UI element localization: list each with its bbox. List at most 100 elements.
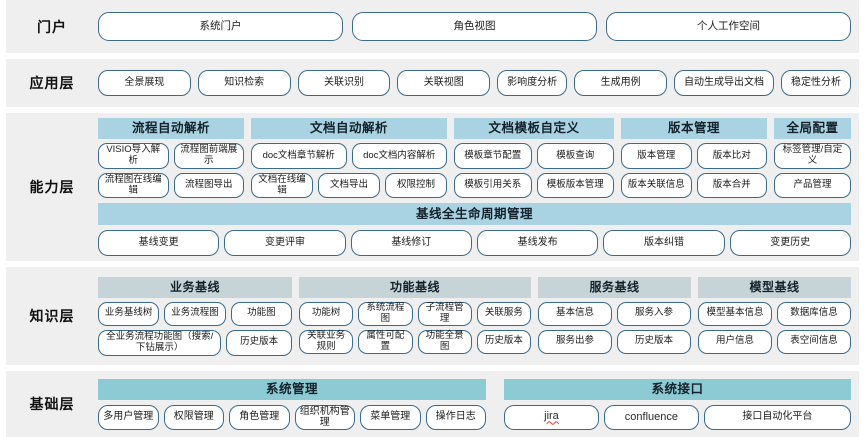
knowledge-group-function: 功能基线 功能树 系统流程图 子流程管理 关联服务 关联业务规则 属性可配置 功… — [299, 276, 531, 354]
layer-knowledge: 知识层 业务基线 业务基线树 业务流程图 功能图 全业务流程功能图（搜索/下钻展… — [6, 267, 859, 365]
cap-item-flow-frontend-display[interactable]: 流程图前端展示 — [173, 143, 244, 169]
portal-item-row: 系统门户 角色视图 个人工作空间 — [98, 12, 851, 41]
kn-item-database-info[interactable]: 数据库信息 — [777, 301, 851, 326]
lifecycle-item-2[interactable]: 基线修订 — [350, 230, 472, 256]
kn-item-system-flow-chart[interactable]: 系统流程图 — [358, 301, 413, 326]
jira-label: jira — [544, 410, 559, 423]
kn-item-function-panorama[interactable]: 功能全景图 — [417, 329, 472, 354]
application-item-6[interactable]: 自动生成导出文档 — [673, 70, 774, 96]
cap-item-permission-control[interactable]: 权限控制 — [385, 173, 447, 198]
cap-item-flow-online-edit[interactable]: 流程图在线编辑 — [98, 173, 169, 198]
layer-body-foundation: 系统管理 多用户管理 权限管理 角色管理 组织机构管理 菜单管理 操作日志 系统… — [98, 373, 859, 436]
group-rows-template: 模板章节配置 模板查询 模板引用关系 模板版本管理 — [454, 143, 614, 198]
application-item-4[interactable]: 影响度分析 — [497, 70, 568, 96]
fd-item-menu-mgmt[interactable]: 菜单管理 — [360, 404, 421, 430]
fd-item-confluence[interactable]: confluence — [603, 404, 699, 430]
capability-group-global-config: 全局配置 标签管理/自定义 产品管理 — [774, 118, 851, 198]
portal-item-0[interactable]: 系统门户 — [98, 12, 343, 41]
group-header-doc: 文档自动解析 — [251, 118, 447, 139]
cap-item-tag-mgmt-custom[interactable]: 标签管理/自定义 — [774, 143, 851, 169]
application-item-7[interactable]: 稳定性分析 — [780, 70, 851, 96]
fd-item-operation-log[interactable]: 操作日志 — [425, 404, 486, 430]
knowledge-group-row: 业务基线 业务基线树 业务流程图 功能图 全业务流程功能图（搜索/下钻展示） 历… — [98, 276, 851, 356]
kn-item-subprocess-mgmt[interactable]: 子流程管理 — [417, 301, 472, 326]
lifecycle-item-5[interactable]: 变更历史 — [729, 230, 851, 256]
kn-item-service-basic-info[interactable]: 基本信息 — [538, 301, 612, 326]
fd-item-multi-user-mgmt[interactable]: 多用户管理 — [98, 404, 159, 430]
cap-item-template-chapter-config[interactable]: 模板章节配置 — [454, 143, 532, 169]
application-item-1[interactable]: 知识检索 — [197, 70, 291, 96]
group-line: 产品管理 — [774, 173, 851, 198]
layer-label-portal: 门户 — [37, 18, 67, 35]
group-header-flow: 流程自动解析 — [98, 118, 244, 139]
kn-item-history-version-function[interactable]: 历史版本 — [476, 329, 531, 354]
group-rows-doc: doc文档章节解析 doc文档内容解析 文档在线编辑 文档导出 权限控制 — [251, 143, 447, 198]
kn-item-attribute-configurable[interactable]: 属性可配置 — [358, 329, 413, 354]
kn-item-tablespace-info[interactable]: 表空间信息 — [777, 329, 851, 354]
cap-item-version-merge[interactable]: 版本合并 — [696, 173, 767, 198]
lifecycle-item-1[interactable]: 变更评审 — [224, 230, 346, 256]
cap-item-doc-content-parse[interactable]: doc文档内容解析 — [351, 143, 447, 169]
cap-item-template-reference[interactable]: 模板引用关系 — [454, 173, 532, 198]
group-header-version: 版本管理 — [621, 118, 767, 139]
fd-item-jira[interactable]: jira — [504, 404, 599, 430]
group-line: 全业务流程功能图（搜索/下钻展示） 历史版本 — [98, 329, 292, 356]
kn-item-history-version-service[interactable]: 历史版本 — [617, 329, 691, 354]
group-line: doc文档章节解析 doc文档内容解析 — [251, 143, 447, 169]
capability-lifecycle-block: 基线全生命周期管理 基线变更 变更评审 基线修订 基线发布 版本纠错 变更历史 — [98, 203, 851, 256]
portal-item-1[interactable]: 角色视图 — [352, 12, 597, 41]
layer-body-capability: 流程自动解析 VISIO导入解析 流程图前端展示 流程图在线编辑 流程图导出 — [98, 112, 859, 262]
lifecycle-item-3[interactable]: 基线发布 — [476, 230, 599, 256]
cap-item-template-query[interactable]: 模板查询 — [536, 143, 614, 169]
group-header-template: 文档模板自定义 — [454, 118, 614, 139]
knowledge-group-business: 业务基线 业务基线树 业务流程图 功能图 全业务流程功能图（搜索/下钻展示） 历… — [98, 276, 292, 356]
kn-item-full-business-flow-function-chart[interactable]: 全业务流程功能图（搜索/下钻展示） — [98, 329, 222, 356]
layer-portal: 门户 系统门户 角色视图 个人工作空间 — [6, 0, 859, 53]
kn-item-service-input-param[interactable]: 服务入参 — [617, 301, 691, 326]
kn-item-function-tree[interactable]: 功能树 — [299, 301, 354, 326]
kn-item-service-output-param[interactable]: 服务出参 — [538, 329, 612, 354]
cap-item-visio-import[interactable]: VISIO导入解析 — [98, 143, 169, 169]
kn-item-business-baseline-tree[interactable]: 业务基线树 — [98, 301, 160, 326]
portal-item-2[interactable]: 个人工作空间 — [606, 12, 851, 41]
group-line: 用户信息 表空间信息 — [698, 329, 851, 354]
lifecycle-item-4[interactable]: 版本纠错 — [603, 230, 725, 256]
fd-item-org-mgmt[interactable]: 组织机构管理 — [294, 404, 355, 430]
cap-item-template-version-mgmt[interactable]: 模板版本管理 — [536, 173, 614, 198]
cap-item-version-mgmt[interactable]: 版本管理 — [621, 143, 692, 169]
application-item-2[interactable]: 关联识别 — [297, 70, 391, 96]
group-line: VISIO导入解析 流程图前端展示 — [98, 143, 244, 169]
capability-group-version: 版本管理 版本管理 版本比对 版本关联信息 版本合并 — [621, 118, 767, 198]
foundation-group-row: 系统管理 多用户管理 权限管理 角色管理 组织机构管理 菜单管理 操作日志 系统… — [98, 378, 851, 430]
fd-item-role-mgmt[interactable]: 角色管理 — [229, 404, 290, 430]
group-header-model-baseline: 模型基线 — [698, 276, 851, 298]
cap-item-doc-chapter-parse[interactable]: doc文档章节解析 — [251, 143, 347, 169]
fd-item-permission-mgmt[interactable]: 权限管理 — [163, 404, 224, 430]
cap-item-version-compare[interactable]: 版本比对 — [696, 143, 767, 169]
kn-item-history-version-business[interactable]: 历史版本 — [226, 329, 292, 356]
application-item-5[interactable]: 生成用例 — [574, 70, 667, 96]
layer-body-knowledge: 业务基线 业务基线树 业务流程图 功能图 全业务流程功能图（搜索/下钻展示） 历… — [98, 271, 859, 362]
kn-item-business-flow-chart[interactable]: 业务流程图 — [164, 301, 226, 326]
cap-item-version-relation[interactable]: 版本关联信息 — [621, 173, 692, 198]
cap-item-doc-online-edit[interactable]: 文档在线编辑 — [251, 173, 313, 198]
layer-foundation: 基础层 系统管理 多用户管理 权限管理 角色管理 组织机构管理 菜单管理 操作日… — [6, 371, 859, 437]
group-header-system-mgmt: 系统管理 — [98, 378, 486, 400]
kn-item-related-service[interactable]: 关联服务 — [476, 301, 531, 326]
cap-item-product-mgmt[interactable]: 产品管理 — [774, 173, 851, 198]
kn-item-related-business-rule[interactable]: 关联业务规则 — [299, 329, 354, 354]
application-item-0[interactable]: 全景展现 — [98, 70, 191, 96]
kn-item-user-info[interactable]: 用户信息 — [698, 329, 772, 354]
group-line: 功能树 系统流程图 子流程管理 关联服务 — [299, 301, 531, 326]
foundation-group-system-mgmt: 系统管理 多用户管理 权限管理 角色管理 组织机构管理 菜单管理 操作日志 — [98, 378, 486, 430]
cap-item-flow-export[interactable]: 流程图导出 — [173, 173, 244, 198]
group-line: 模型基本信息 数据库信息 — [698, 301, 851, 326]
fd-item-interface-automation-platform[interactable]: 接口自动化平台 — [703, 404, 851, 430]
group-header-business-baseline: 业务基线 — [98, 276, 292, 298]
kn-item-function-chart[interactable]: 功能图 — [230, 301, 292, 326]
application-item-3[interactable]: 关联视图 — [397, 70, 491, 96]
lifecycle-item-0[interactable]: 基线变更 — [98, 230, 220, 256]
kn-item-model-basic-info[interactable]: 模型基本信息 — [698, 301, 772, 326]
group-line: 基本信息 服务入参 — [538, 301, 691, 326]
cap-item-doc-export[interactable]: 文档导出 — [318, 173, 380, 198]
